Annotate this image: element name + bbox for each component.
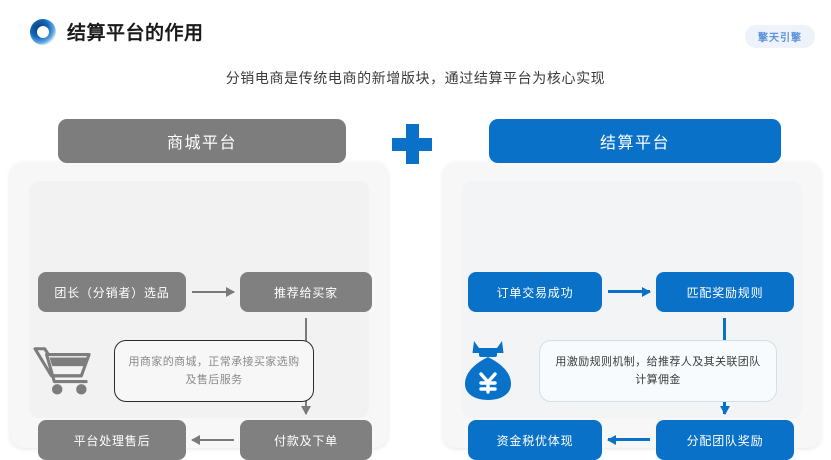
arrow-head: [720, 406, 730, 415]
diagram-stage: 商城平台 团长（分销者）选品 推荐给买家 平台处理售后 付款及下单: [0, 110, 831, 460]
arrow-head: [607, 435, 616, 445]
panel-mall-platform: 商城平台 团长（分销者）选品 推荐给买家 平台处理售后 付款及下单: [10, 110, 388, 460]
arrow-head: [301, 406, 311, 415]
arrow-head: [191, 435, 200, 445]
panel-card-mall: 团长（分销者）选品 推荐给买家 平台处理售后 付款及下单: [10, 162, 388, 460]
slide-subtitle: 分销电商是传统电商的新增版块，通过结算平台为核心实现: [225, 70, 606, 86]
circle-gradient-icon: [30, 18, 56, 45]
node-order-success[interactable]: 订单交易成功: [468, 272, 602, 312]
plus-icon: [392, 124, 432, 164]
arrow-shaft: [192, 439, 234, 441]
node-after-sales[interactable]: 平台处理售后: [38, 420, 186, 460]
node-team-reward[interactable]: 分配团队奖励: [656, 420, 794, 460]
panel-settlement-platform: 结算平台 订单交易成功 匹配奖励规则 资金税优体现 分配团队奖励: [443, 110, 821, 460]
arrow-shaft: [608, 438, 650, 441]
slide-header: 结算平台的作用 擎天引擎: [0, 0, 831, 56]
arrow-left-settlement-bottom: [607, 434, 650, 446]
arrow-shaft: [608, 290, 650, 293]
node-tax-payout[interactable]: 资金税优体现: [468, 420, 602, 460]
page-title: 结算平台的作用: [67, 23, 204, 44]
callout-mall: 用商家的商城，正常承接买家选购及售后服务: [114, 340, 314, 402]
brand-badge: 擎天引擎: [745, 25, 815, 48]
arrow-right-mall-top: [192, 286, 235, 298]
node-select-product[interactable]: 团长（分销者）选品: [38, 272, 186, 312]
title-row: 结算平台的作用: [30, 18, 204, 45]
money-bag-icon: [457, 338, 519, 402]
node-recommend-buyer[interactable]: 推荐给买家: [240, 272, 372, 312]
panel-header-mall: 商城平台: [58, 119, 346, 163]
panel-header-settlement: 结算平台: [489, 119, 781, 163]
arrow-shaft: [192, 291, 234, 293]
node-pay-order[interactable]: 付款及下单: [240, 420, 372, 460]
arrow-right-settlement-top: [608, 286, 651, 298]
arrow-head: [642, 287, 651, 297]
arrow-left-mall-bottom: [191, 434, 234, 446]
shopping-cart-icon: [32, 342, 94, 398]
panel-card-settlement: 订单交易成功 匹配奖励规则 资金税优体现 分配团队奖励: [443, 162, 821, 460]
callout-settlement: 用激励规则机制，给推荐人及其关联团队计算佣金: [539, 340, 777, 402]
node-match-rule[interactable]: 匹配奖励规则: [656, 272, 794, 312]
arrow-head: [226, 287, 235, 297]
